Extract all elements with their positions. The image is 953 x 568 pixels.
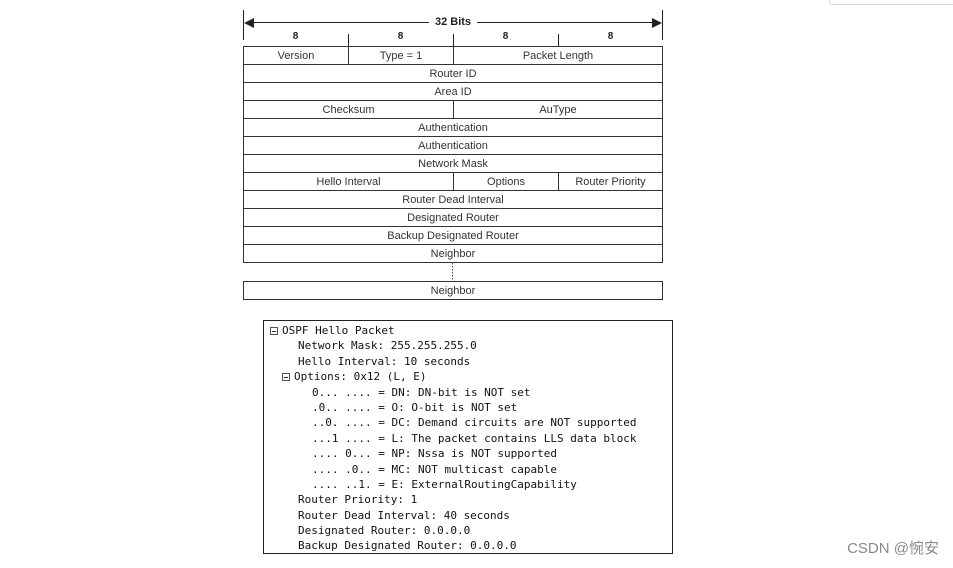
octet-label: 8 (502, 31, 509, 42)
field-area-id: Area ID (434, 85, 472, 98)
field-row: Designated Router (244, 209, 662, 227)
field-backup-designated-router: Backup Designated Router (387, 229, 519, 242)
top-right-panel-edge (829, 0, 953, 5)
octet-divider-tick (453, 34, 454, 46)
octet-label: 8 (607, 31, 614, 42)
left-end-tick (243, 10, 244, 40)
field-row: Router Dead Interval (244, 191, 662, 209)
packet-fields-table: Version Type = 1 Packet Length Router ID… (243, 46, 663, 263)
field-version: Version (244, 47, 349, 64)
field-router-priority: Router Priority (575, 175, 646, 188)
field-router-dead-interval: Router Dead Interval (402, 193, 504, 206)
collapse-minus-icon[interactable] (282, 373, 290, 382)
field-network-mask: Network Mask (418, 157, 488, 170)
tree-node: Hello Interval: 10 seconds (298, 354, 471, 368)
field-row: Neighbor (244, 245, 662, 263)
octet-labels: 8 8 8 8 (243, 31, 663, 45)
tree-node-option-bit: 0... .... = DN: DN-bit is NOT set (312, 385, 531, 399)
field-designated-router: Designated Router (407, 211, 499, 224)
tree-node: Designated Router: 0.0.0.0 (298, 524, 471, 538)
octet-divider-tick (348, 34, 349, 46)
tree-node: Router Dead Interval: 40 seconds (298, 508, 510, 522)
field-authentication: Authentication (418, 121, 488, 134)
collapse-minus-icon[interactable] (270, 327, 278, 335)
field-authentication: Authentication (418, 139, 488, 152)
field-router-id: Router ID (429, 67, 477, 80)
field-row: Network Mask (244, 155, 662, 173)
csdn-watermark: CSDN @惋安 (847, 540, 939, 557)
field-row: Authentication (244, 137, 662, 155)
octet-divider-tick (558, 34, 559, 46)
field-autype: AuType (539, 103, 577, 116)
tree-node: Network Mask: 255.255.255.0 (298, 339, 477, 353)
tree-node-option-bit: .... 0... = NP: Nssa is NOT supported (312, 447, 558, 461)
field-row: Router ID (244, 65, 662, 83)
field-row: Hello Interval Options Router Priority (244, 173, 662, 191)
field-row: Version Type = 1 Packet Length (244, 47, 662, 65)
tree-node: Backup Designated Router: 0.0.0.0 (298, 539, 517, 553)
arrow-left-icon (244, 18, 254, 28)
tree-node-option-bit: .... ..1. = E: ExternalRoutingCapability (312, 477, 577, 491)
bit-width-header: 32 Bits 8 8 8 8 (243, 10, 663, 46)
field-row: Area ID (244, 83, 662, 101)
tree-label: OSPF Hello Packet (282, 324, 395, 337)
field-row: Authentication (244, 119, 662, 137)
packet-fields-tail: Neighbor (243, 281, 663, 300)
tree-node-option-bit: ..0. .... = DC: Demand circuits are NOT … (312, 416, 637, 430)
octet-label: 8 (292, 31, 299, 42)
field-checksum: Checksum (244, 101, 454, 118)
field-row: Neighbor (244, 282, 662, 299)
field-hello-interval: Hello Interval (244, 173, 454, 190)
arrow-right-icon (652, 18, 662, 28)
field-row: Backup Designated Router (244, 227, 662, 245)
ospf-hello-packet-diagram: 32 Bits 8 8 8 8 Version Type = 1 Packet … (243, 10, 663, 300)
tree-label: Options: 0x12 (L, E) (294, 370, 427, 384)
field-neighbor: Neighbor (430, 247, 476, 260)
tree-node-root[interactable]: OSPF Hello Packet (270, 323, 666, 338)
field-neighbor-last: Neighbor (430, 284, 476, 297)
right-end-tick (662, 10, 663, 40)
tree-node-option-bit: .0.. .... = O: O-bit is NOT set (312, 400, 518, 414)
field-row: Checksum AuType (244, 101, 662, 119)
octet-label: 8 (397, 31, 404, 42)
field-type: Type = 1 (349, 47, 454, 64)
continuation-dots (243, 263, 663, 281)
tree-node-option-bit: ...1 .... = L: The packet contains LLS d… (312, 431, 637, 445)
packet-decode-tree: OSPF Hello Packet Network Mask: 255.255.… (263, 320, 673, 554)
field-packet-length: Packet Length (522, 49, 594, 62)
tree-node: Router Priority: 1 (298, 493, 418, 507)
tree-node-option-bit: .... .0.. = MC: NOT multicast capable (312, 462, 558, 476)
tree-node-options[interactable]: Options: 0x12 (L, E) (270, 369, 666, 384)
bit-width-label: 32 Bits (428, 16, 478, 29)
field-options: Options (454, 173, 559, 190)
